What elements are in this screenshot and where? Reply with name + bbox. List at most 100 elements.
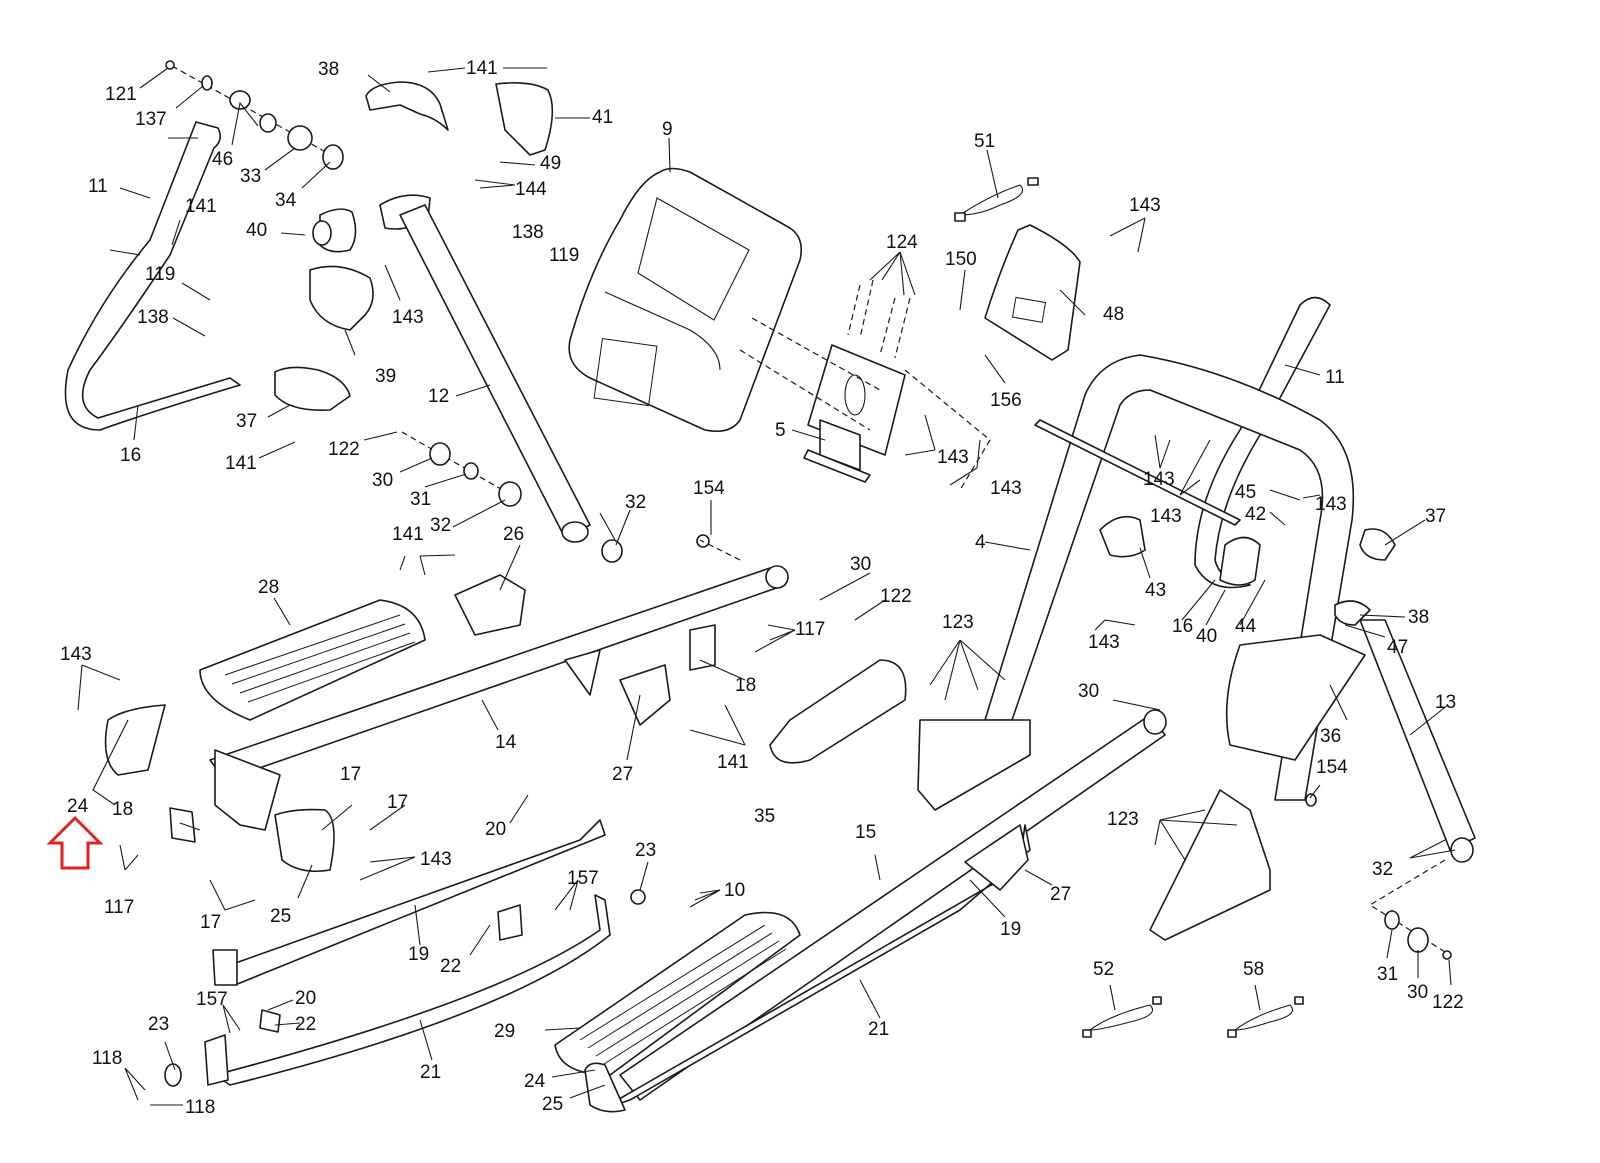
label-41: 41: [592, 107, 613, 128]
label-141: 141: [466, 58, 498, 79]
label-157: 157: [567, 868, 599, 889]
label-38: 38: [318, 59, 339, 80]
label-141: 141: [225, 453, 257, 474]
label-48: 48: [1103, 304, 1124, 325]
label-4: 4: [975, 532, 986, 553]
label-46: 46: [212, 149, 233, 170]
label-19: 19: [1000, 919, 1021, 940]
label-42: 42: [1245, 504, 1266, 525]
left-handlebar: [64, 121, 241, 431]
label-5: 5: [775, 420, 786, 441]
label-25: 25: [270, 906, 291, 927]
label-37: 37: [236, 411, 257, 432]
label-27: 27: [1050, 884, 1071, 905]
label-45: 45: [1235, 482, 1256, 503]
label-119: 119: [145, 264, 175, 285]
label-143: 143: [60, 644, 92, 665]
right-pedal-arm: [619, 709, 1167, 1101]
label-143: 143: [420, 849, 452, 870]
console-mast: [739, 279, 991, 491]
rear-cover-and-leg: [1225, 619, 1476, 863]
wire-52: [1082, 996, 1162, 1038]
label-52: 52: [1093, 959, 1114, 980]
label-24: 24: [67, 796, 89, 817]
label-15: 15: [855, 822, 876, 843]
label-143: 143: [937, 447, 969, 468]
label-21: 21: [420, 1062, 441, 1083]
label-29: 29: [494, 1021, 515, 1042]
label-23: 23: [148, 1014, 169, 1035]
label-51: 51: [974, 131, 995, 152]
label-30: 30: [372, 470, 393, 491]
label-32: 32: [1372, 859, 1393, 880]
label-32: 32: [430, 515, 451, 536]
label-143: 143: [990, 478, 1022, 499]
label-19: 19: [408, 944, 429, 965]
label-123: 123: [1107, 809, 1139, 830]
label-156: 156: [990, 390, 1022, 411]
label-141: 141: [185, 196, 217, 217]
label-30: 30: [1407, 982, 1428, 1003]
label-143: 143: [1088, 632, 1120, 653]
label-138: 138: [512, 222, 544, 243]
label-44: 44: [1235, 616, 1257, 637]
pivot-hardware: [165, 60, 344, 170]
label-154: 154: [1316, 757, 1348, 778]
label-143: 143: [1150, 506, 1182, 527]
label-30: 30: [1078, 681, 1099, 702]
label-23: 23: [635, 840, 656, 861]
label-17: 17: [340, 764, 361, 785]
label-21: 21: [868, 1019, 889, 1040]
label-25: 25: [542, 1094, 563, 1115]
console: [568, 167, 803, 433]
label-39: 39: [375, 366, 396, 387]
label-124: 124: [886, 232, 918, 253]
label-10: 10: [724, 880, 745, 901]
label-34: 34: [275, 190, 297, 211]
label-40: 40: [246, 220, 267, 241]
label-20: 20: [295, 988, 316, 1009]
label-33: 33: [240, 166, 261, 187]
right-pedal-rail: [599, 824, 1031, 1111]
upper-covers: [274, 81, 554, 412]
label-143: 143: [392, 307, 424, 328]
label-40: 40: [1196, 626, 1217, 647]
label-150: 150: [945, 249, 977, 270]
front-cover: [769, 659, 907, 764]
label-37: 37: [1425, 506, 1446, 527]
left-pedal-grille: [224, 614, 416, 703]
label-117: 117: [795, 619, 825, 640]
label-12: 12: [428, 386, 449, 407]
label-138: 138: [137, 307, 169, 328]
label-58: 58: [1243, 959, 1264, 980]
label-118: 118: [185, 1097, 215, 1118]
label-18: 18: [735, 675, 756, 696]
label-32: 32: [625, 492, 646, 513]
label-20: 20: [485, 819, 506, 840]
label-31: 31: [1377, 964, 1398, 985]
label-47: 47: [1387, 637, 1408, 658]
label-17: 17: [200, 912, 221, 933]
pedal-cover-24: [104, 704, 166, 776]
label-157: 157: [196, 989, 228, 1010]
right-pedal-grille: [579, 924, 787, 1065]
label-18: 18: [112, 799, 133, 820]
label-14: 14: [495, 732, 517, 753]
label-43: 43: [1145, 580, 1166, 601]
label-141: 141: [717, 752, 749, 773]
right-pivot-covers: [1099, 515, 1396, 626]
right-pedal: [554, 911, 801, 1113]
pedal-bracket-left: [169, 749, 335, 873]
label-30: 30: [850, 554, 871, 575]
label-11: 11: [88, 176, 108, 197]
label-38: 38: [1408, 607, 1429, 628]
label-154: 154: [693, 478, 725, 499]
label-16: 16: [120, 445, 141, 466]
label-137: 137: [135, 109, 167, 130]
label-16: 16: [1172, 616, 1193, 637]
pedal-rail-left: [164, 819, 646, 1087]
highlight-arrow-icon: [46, 815, 104, 870]
label-35: 35: [754, 806, 775, 827]
wire-58: [1227, 996, 1304, 1038]
